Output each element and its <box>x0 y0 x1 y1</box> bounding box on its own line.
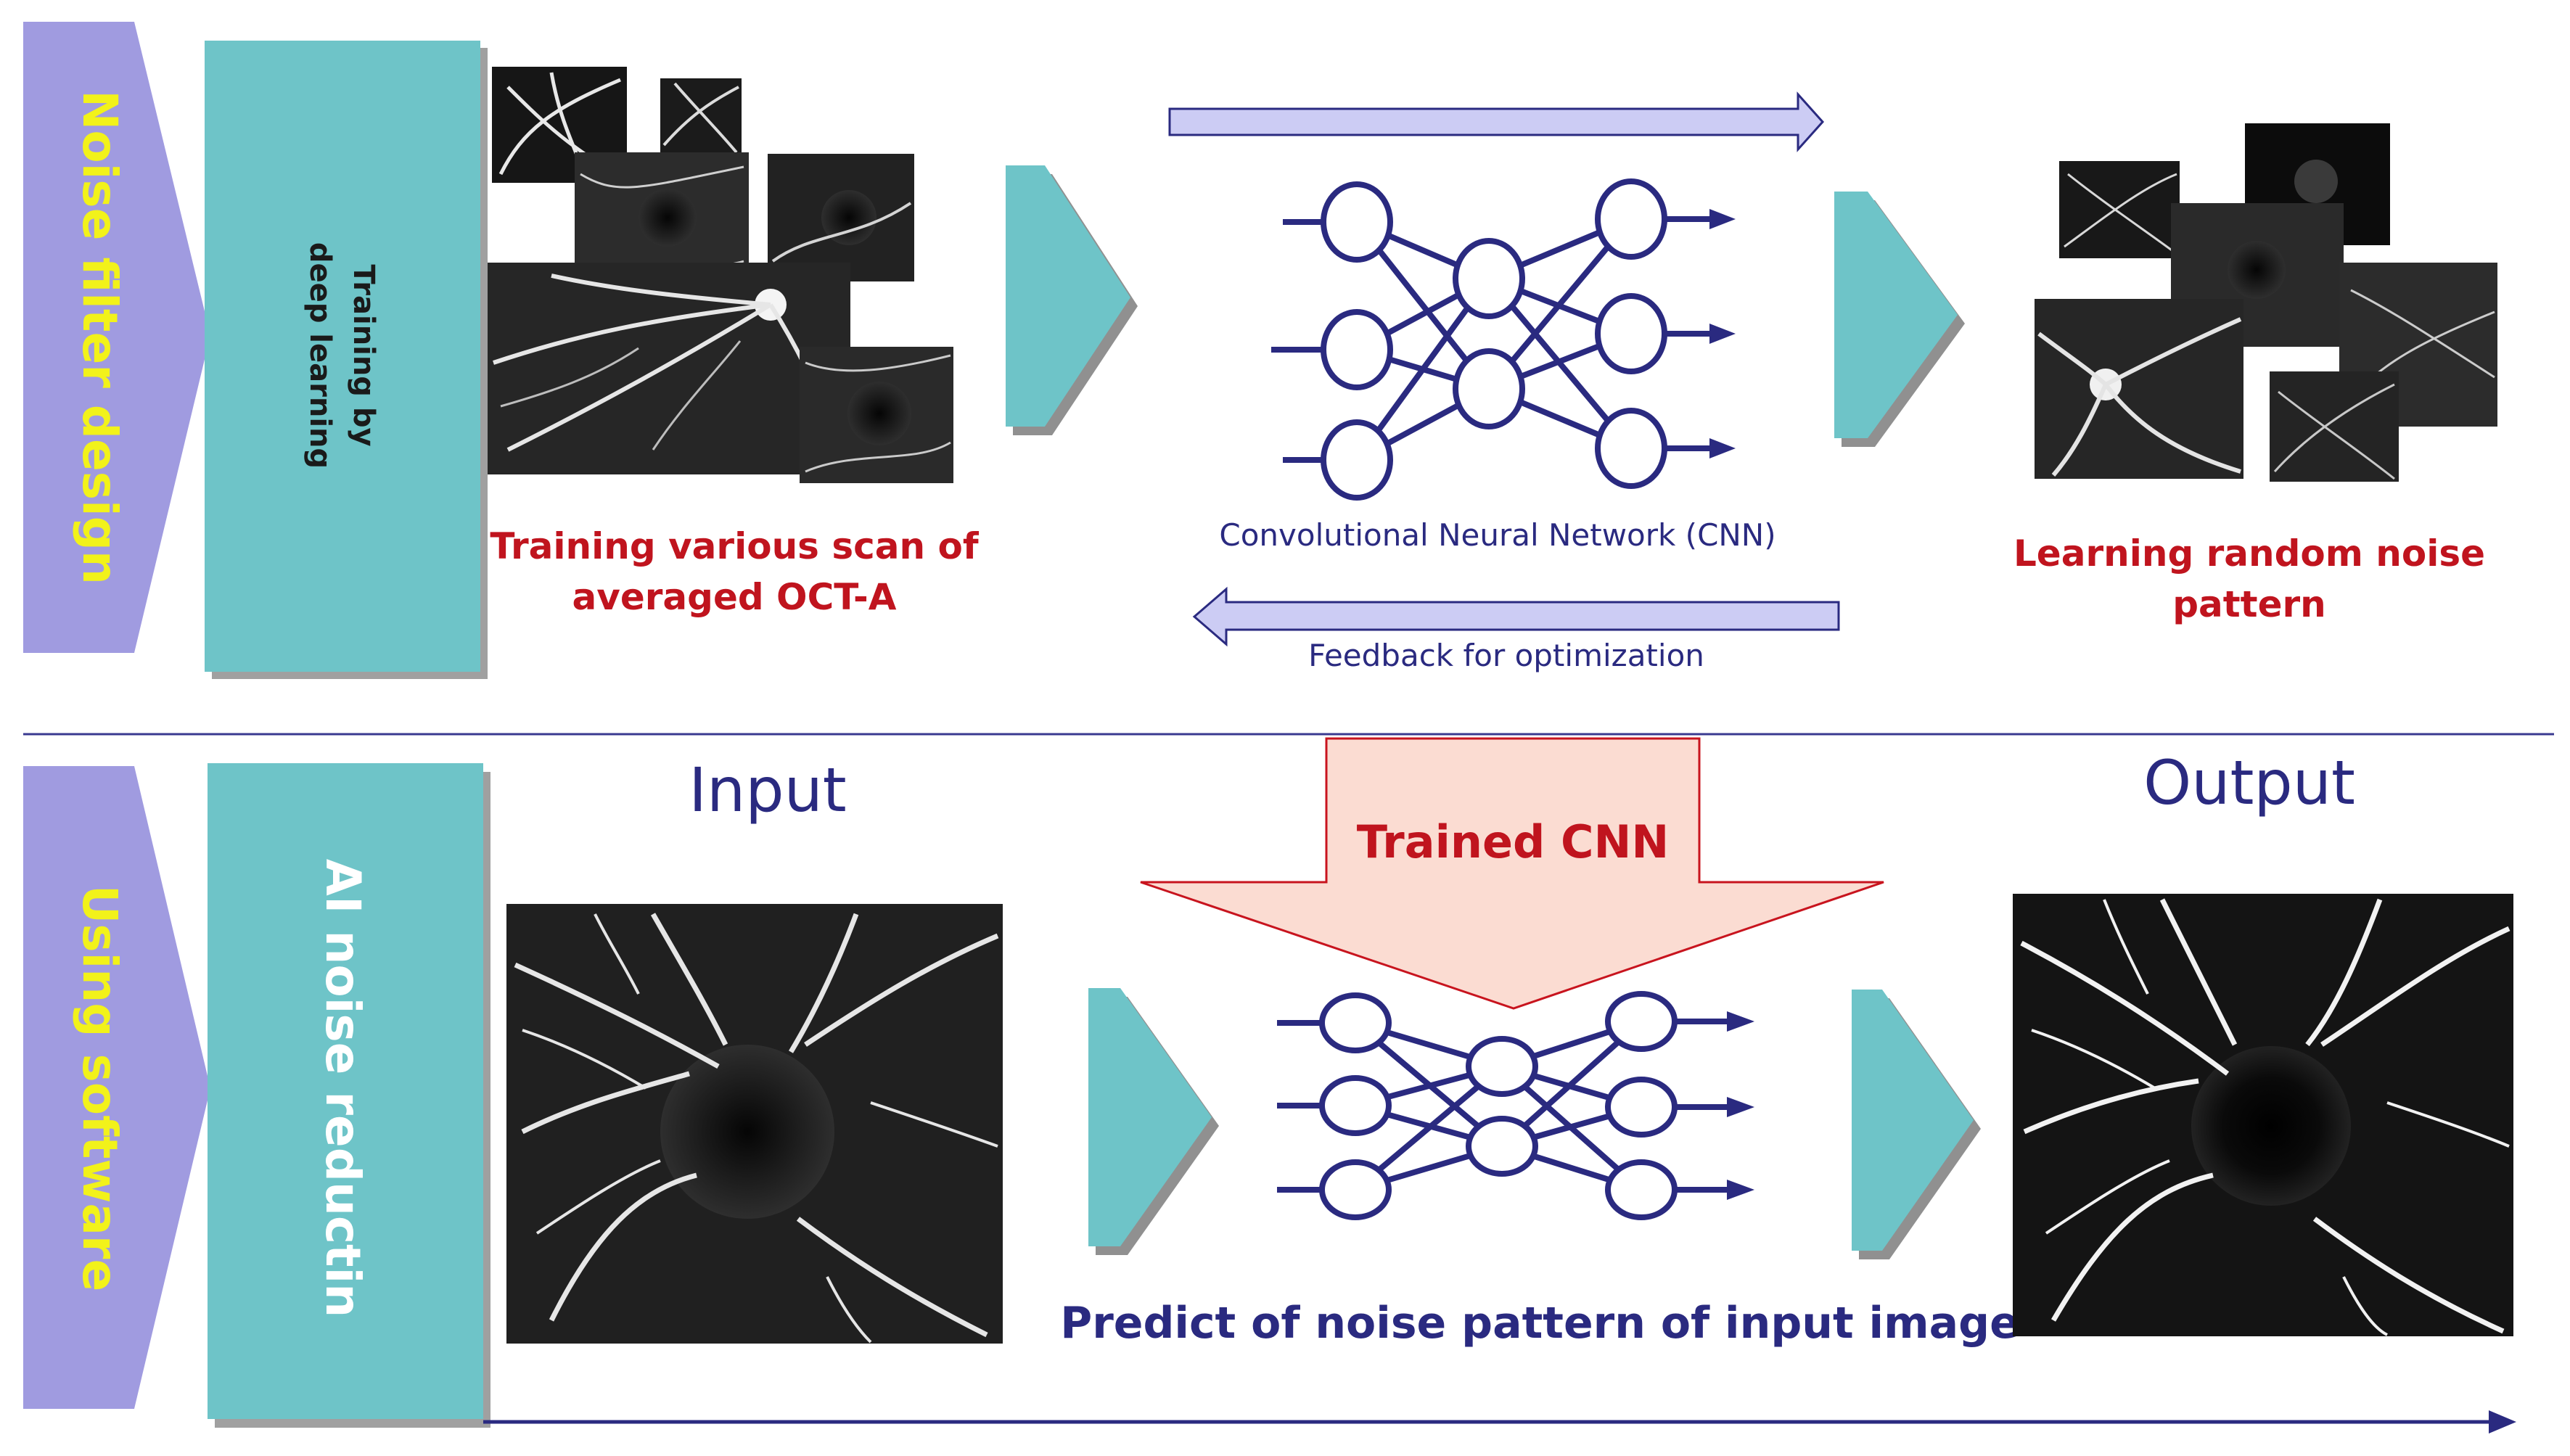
input-oct-image <box>506 904 1003 1344</box>
cnn-caption: Convolutional Neural Network (CNN) <box>1219 517 1775 553</box>
oct-scan-image <box>492 67 627 183</box>
cnn-node <box>1453 238 1525 319</box>
trained-cnn-network <box>1277 991 1730 1220</box>
forward-arrow <box>1168 91 1825 152</box>
cnn-node <box>1595 178 1667 260</box>
output-title: Output <box>2143 747 2355 818</box>
feedback-caption: Feedback for optimization <box>1308 638 1704 673</box>
cnn-node <box>1605 1159 1678 1220</box>
oct-scan-image <box>2059 161 2180 258</box>
flow-chevron <box>1088 988 1212 1246</box>
learning-caption-line2: pattern <box>2172 583 2326 625</box>
oct-scan-image <box>2035 299 2243 479</box>
flow-chevron <box>1834 192 1958 438</box>
training-block <box>205 41 480 672</box>
trained-cnn-label: Trained CNN <box>1357 815 1670 868</box>
cnn-node <box>1605 991 1678 1052</box>
oct-scan-image <box>800 347 953 483</box>
cnn-node <box>1319 1075 1392 1136</box>
cnn-output-arrowheads <box>1709 209 1736 458</box>
trained-cnn-arrow <box>1140 737 1884 1010</box>
cnn-node <box>1466 1036 1538 1097</box>
training-caption-line2: averaged OCT-A <box>572 576 897 618</box>
training-block-label-line1: Training by <box>347 264 380 446</box>
training-block-label-line2: deep learning <box>303 242 337 469</box>
flow-chevron <box>1852 990 1974 1251</box>
learned-oct-collage <box>2035 123 2497 482</box>
oct-scan-image <box>660 78 742 158</box>
oct-scan-image <box>488 263 850 474</box>
cnn-node <box>1605 1077 1678 1138</box>
stage-label-noise-filter-design: Noise filter design <box>72 90 128 585</box>
ai-block <box>208 763 483 1419</box>
feedback-arrow <box>1192 586 1840 647</box>
cnn-node <box>1321 309 1393 390</box>
cnn-node <box>1319 1159 1392 1220</box>
training-oct-collage <box>488 67 953 483</box>
cnn-output-arrows <box>1675 1019 1730 1193</box>
oct-scan-image <box>2270 371 2399 482</box>
cnn-output-nodes <box>1595 178 1667 489</box>
cnn-hidden-nodes <box>1453 238 1525 429</box>
ai-block-label: AI noise reductin <box>315 859 371 1317</box>
stage-label-using-software: Using software <box>72 885 128 1291</box>
cnn-node <box>1321 419 1393 501</box>
cnn-hidden-nodes <box>1466 1036 1538 1177</box>
cnn-node <box>1319 992 1392 1053</box>
cnn-node <box>1466 1116 1538 1177</box>
cnn-output-nodes <box>1605 991 1678 1220</box>
oct-scan-image <box>2171 203 2344 347</box>
stage-chevron-using-software <box>23 766 210 1409</box>
learning-caption-line1: Learning random noise <box>2013 532 2485 575</box>
predict-caption: Predict of noise pattern of input image <box>1060 1298 2019 1349</box>
input-title: Input <box>689 754 847 826</box>
cnn-node <box>1453 348 1525 429</box>
cnn-output-arrows <box>1664 216 1712 451</box>
training-caption-line1: Training various scan of <box>490 525 979 567</box>
trained-cnn-output-arrowheads <box>1727 1011 1754 1200</box>
cnn-input-nodes <box>1319 992 1392 1220</box>
cnn-input-nodes <box>1321 181 1393 501</box>
cnn-node <box>1595 293 1667 374</box>
cnn-node <box>1321 181 1393 263</box>
oct-scan-image <box>768 154 914 281</box>
bottom-flow-arrowhead <box>2489 1410 2516 1434</box>
cnn-node <box>1595 408 1667 489</box>
stage-chevron-noise-filter-design <box>23 22 210 653</box>
flow-chevron <box>1006 165 1130 427</box>
output-oct-image <box>2013 894 2513 1336</box>
cnn-network <box>1271 178 1712 501</box>
